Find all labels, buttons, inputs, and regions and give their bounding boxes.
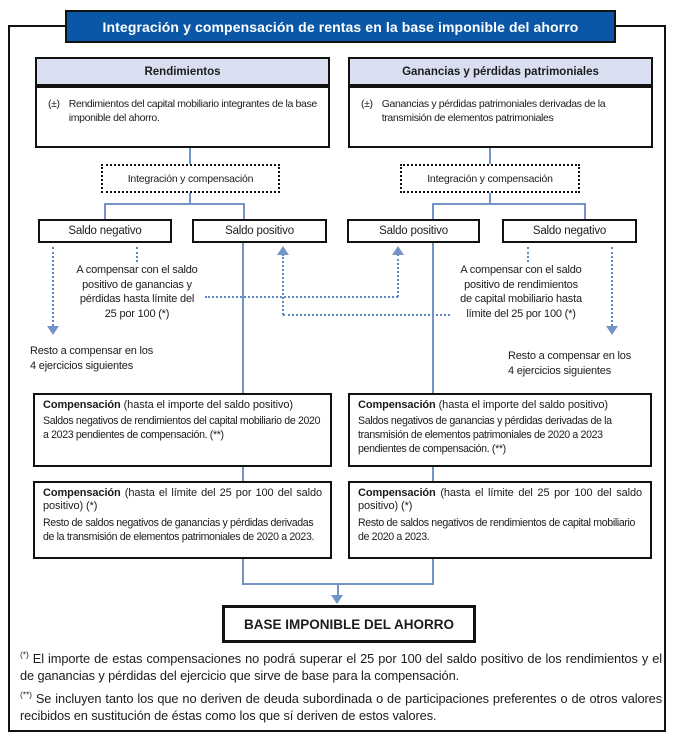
comp-body: Resto de saldos negativos de rendimiento…	[358, 516, 636, 543]
connector-line	[432, 243, 434, 393]
plus-minus-sign: (±)	[361, 98, 373, 110]
dotted-line	[205, 296, 398, 298]
right-saldo-positivo-box: Saldo positivo	[347, 219, 480, 243]
footnote-marker: (*)	[20, 649, 29, 660]
right-header-box: Ganancias y pérdidas patrimoniales	[348, 57, 653, 86]
footnote-text: El importe de estas compensaciones no po…	[20, 651, 662, 683]
note-line: límite del 25 por 100 (*)	[466, 307, 576, 320]
right-intro-text: Ganancias y pérdidas patrimoniales deriv…	[381, 98, 606, 125]
dotted-line	[611, 247, 613, 326]
comp-title-rest: (hasta el límite del 25 por 100 del sald…	[43, 487, 322, 513]
dotted-line	[282, 254, 284, 315]
arrow-up-icon	[277, 246, 289, 255]
note-line: A compensar con el saldo	[460, 264, 582, 276]
arrow-down-icon	[331, 595, 343, 604]
connector-line	[104, 203, 245, 205]
note-line: pérdidas hasta límite del	[79, 293, 195, 305]
left-compensation-box-2: Compensación (hasta el límite del 25 por…	[33, 481, 332, 559]
right-integration-box: Integración y compensación	[400, 164, 580, 193]
left-header-box: Rendimientos	[35, 57, 330, 86]
dotted-line	[52, 247, 54, 326]
note-line: 25 por 100 (*)	[104, 307, 170, 320]
note-line: Resto a compensar en los	[30, 345, 153, 357]
arrow-down-icon	[47, 326, 59, 335]
connector-line	[584, 203, 586, 220]
arrow-up-icon	[392, 246, 404, 255]
left-intro-text: Rendimientos del capital mobiliario inte…	[68, 98, 318, 125]
comp-body: Resto de saldos negativos de ganancias y…	[43, 516, 315, 543]
left-saldo-positivo-box: Saldo positivo	[192, 219, 327, 243]
footnote-1: (*) El importe de estas compensaciones n…	[20, 649, 662, 684]
footnote-2: (**) Se incluyen tanto los que no derive…	[20, 689, 662, 724]
connector-line	[432, 203, 586, 205]
connector-line	[432, 559, 434, 585]
footnote-marker: (**)	[20, 689, 32, 700]
dotted-line	[283, 314, 450, 316]
comp-body: Saldos negativos de ganancias y pérdidas…	[358, 415, 612, 456]
plus-minus-sign: (±)	[48, 98, 60, 110]
left-resto-note: Resto a compensar en los 4 ejercicios si…	[30, 344, 200, 373]
left-compensate-note: A compensar con el saldo positivo de gan…	[57, 263, 217, 321]
dotted-line	[527, 247, 529, 262]
connector-line	[337, 584, 339, 596]
connector-line	[489, 148, 491, 165]
comp-title: Compensación	[43, 487, 121, 499]
note-line: 4 ejercicios siguientes	[508, 364, 612, 377]
arrow-down-icon	[606, 326, 618, 335]
comp-title: Compensación	[358, 399, 436, 411]
connector-line	[242, 559, 244, 585]
comp-body: Saldos negativos de rendimientos del cap…	[43, 415, 321, 442]
connector-line	[432, 467, 434, 481]
note-line: positivo de rendimientos	[464, 278, 578, 291]
right-resto-note: Resto a compensar en los 4 ejercicios si…	[508, 349, 658, 378]
comp-title: Compensación	[358, 487, 436, 499]
footnote-text: Se incluyen tanto los que no deriven de …	[20, 691, 662, 723]
note-line: A compensar con el saldo	[76, 264, 198, 276]
comp-title: Compensación	[43, 399, 121, 411]
connector-line	[189, 193, 191, 204]
comp-title-rest: (hasta el importe del saldo positivo)	[120, 399, 293, 411]
connector-line	[243, 203, 245, 220]
connector-line	[104, 203, 106, 220]
note-line: de capital mobiliario hasta	[460, 293, 582, 305]
base-imponible-box: BASE IMPONIBLE DEL AHORRO	[222, 605, 476, 643]
connector-line	[432, 203, 434, 220]
connector-line	[242, 467, 244, 481]
right-compensate-note: A compensar con el saldo positivo de ren…	[441, 263, 601, 321]
right-compensation-box-2: Compensación (hasta el límite del 25 por…	[348, 481, 652, 559]
dotted-line	[397, 254, 399, 297]
note-line: Resto a compensar en los	[508, 350, 631, 362]
connector-line	[489, 193, 491, 204]
diagram-title: Integración y compensación de rentas en …	[65, 10, 616, 43]
right-saldo-negativo-box: Saldo negativo	[502, 219, 637, 243]
left-compensation-box-1: Compensación (hasta el importe del saldo…	[33, 393, 332, 467]
connector-line	[242, 243, 244, 393]
note-line: positivo de ganancias y	[82, 278, 192, 291]
comp-title-rest: (hasta el límite del 25 por 100 del sald…	[358, 487, 642, 513]
right-intro-box: (±) Ganancias y pérdidas patrimoniales d…	[348, 86, 653, 148]
dotted-line	[136, 247, 138, 262]
footnotes: (*) El importe de estas compensaciones n…	[20, 649, 662, 731]
left-integration-box: Integración y compensación	[101, 164, 280, 193]
connector-line	[189, 148, 191, 165]
note-line: 4 ejercicios siguientes	[30, 359, 134, 372]
left-saldo-negativo-box: Saldo negativo	[38, 219, 172, 243]
comp-title-rest: (hasta el importe del saldo positivo)	[435, 399, 608, 411]
left-intro-box: (±) Rendimientos del capital mobiliario …	[35, 86, 330, 148]
right-compensation-box-1: Compensación (hasta el importe del saldo…	[348, 393, 652, 467]
